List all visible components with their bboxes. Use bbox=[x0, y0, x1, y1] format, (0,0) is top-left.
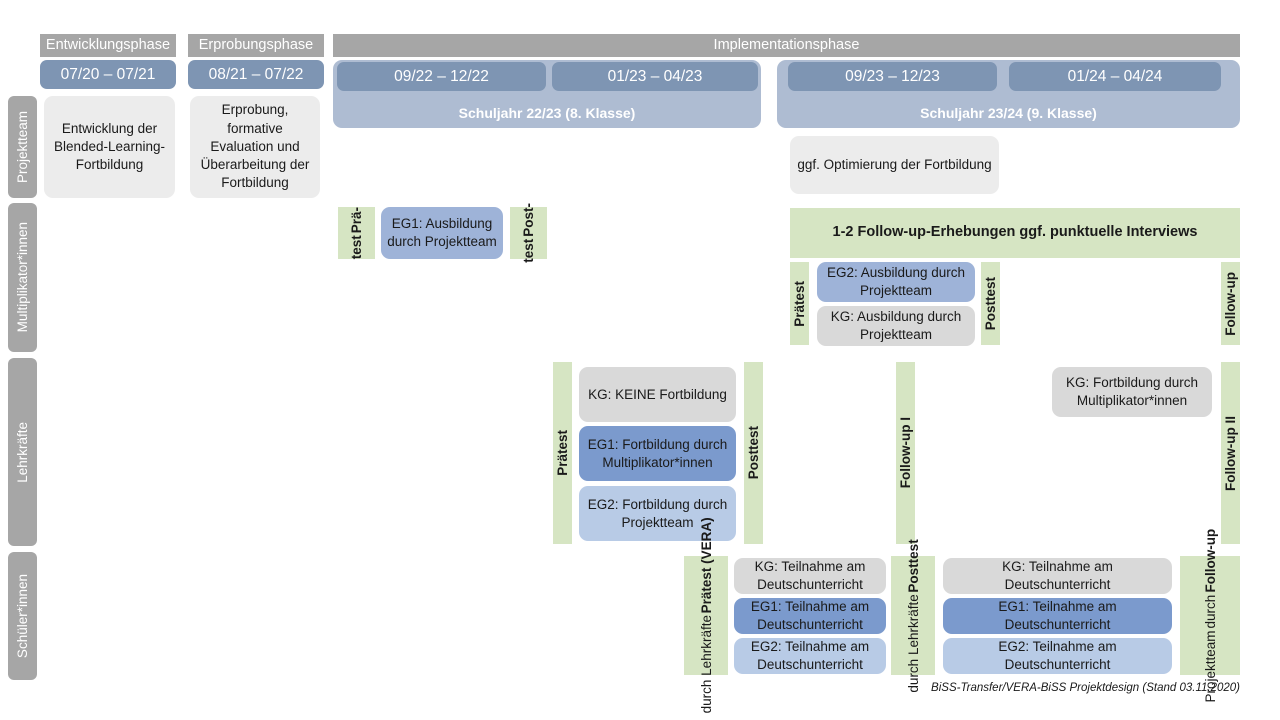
praetest-line-2: test bbox=[349, 235, 364, 260]
green-bar-praetest-vera-schueler: Prätest (VERA) durch Lehrkräfte bbox=[684, 517, 728, 714]
card-entwicklung-fortbildung: Entwicklung der Blended-Learning-Fortbil… bbox=[44, 96, 175, 198]
card-eg1-fortbildung-multiplikatoren: EG1: Fortbildung durch Multiplikator*inn… bbox=[579, 426, 736, 481]
period-pill-0720-0721: 07/20 – 07/21 bbox=[40, 60, 176, 89]
card-kg-ausbildung-projektteam: KG: Ausbildung durch Projektteam bbox=[817, 306, 975, 346]
green-bar-praetest-multiplikatoren: Prä- test bbox=[338, 207, 375, 259]
schoolyear-label: Schuljahr 23/24 (9. Klasse) bbox=[920, 105, 1097, 121]
followup-schueler-sub-1: durch bbox=[1202, 594, 1218, 629]
card-text: EG1: Fortbildung durch Multiplikator*inn… bbox=[587, 436, 728, 470]
row-label-multiplikatorinnen: Multiplikator*innen bbox=[8, 203, 37, 352]
green-bar-praetest-multiplikatoren-2: Prätest bbox=[790, 262, 809, 345]
followup-1-label: Follow-up I bbox=[898, 417, 913, 489]
posttest-label: Post- test bbox=[521, 203, 536, 263]
period-label: 09/22 – 12/22 bbox=[394, 67, 489, 85]
praetest-vera-main: Prätest (VERA) bbox=[698, 517, 714, 614]
footer-source-note: BiSS-Transfer/VERA-BiSS Projektdesign (S… bbox=[780, 682, 1240, 700]
banner-followup-erhebungen: 1-2 Follow-up-Erhebungen ggf. punktuelle… bbox=[790, 208, 1240, 258]
card-text: EG2: Teilnahme am Deutschunterricht bbox=[998, 639, 1117, 672]
card-kg-keine-fortbildung: KG: KEINE Fortbildung bbox=[579, 367, 736, 422]
row-label-lehrkraefte: Lehrkräfte bbox=[8, 358, 37, 546]
phase-header-erprobungsphase: Erprobungsphase bbox=[188, 34, 324, 57]
banner-text: 1-2 Follow-up-Erhebungen ggf. punktuelle… bbox=[832, 224, 1198, 241]
card-text: KG: Ausbildung durch Projektteam bbox=[830, 309, 962, 342]
period-label: 09/23 – 12/23 bbox=[845, 67, 940, 85]
card-text: KG: Fortbildung durch Multiplikator*inne… bbox=[1065, 375, 1199, 408]
posttest-schueler-main: Posttest bbox=[905, 538, 921, 592]
card-eg2-teilnahme-deutschunterricht: EG2: Teilnahme am Deutschunterricht bbox=[734, 638, 886, 674]
period-pill-0124-0424: 01/24 – 04/24 bbox=[1009, 62, 1221, 91]
green-bar-posttest-schueler: Posttest durch Lehrkräfte bbox=[891, 539, 935, 692]
followup-label: Follow-up bbox=[1223, 271, 1238, 336]
green-bar-followup-schueler: Follow-up durch Projektteam bbox=[1180, 529, 1240, 702]
card-eg2-ausbildung-projektteam: EG2: Ausbildung durch Projektteam bbox=[817, 262, 975, 302]
period-label: 08/21 – 07/22 bbox=[208, 65, 304, 83]
followup-2-label: Follow-up II bbox=[1223, 415, 1238, 491]
card-text: EG1: Teilnahme am Deutschunterricht bbox=[998, 599, 1117, 632]
schoolyear-label: Schuljahr 22/23 (8. Klasse) bbox=[458, 105, 636, 121]
card-eg1-teilnahme-deutschunterricht: EG1: Teilnahme am Deutschunterricht bbox=[734, 598, 886, 634]
green-bar-posttest-lehrkraefte: Posttest bbox=[744, 362, 763, 544]
period-label: 01/24 – 04/24 bbox=[1067, 67, 1163, 85]
card-eg2-teilnahme-deutschunterricht-2: EG2: Teilnahme am Deutschunterricht bbox=[943, 638, 1172, 674]
praetest-vera-sub: durch Lehrkräfte bbox=[698, 615, 714, 714]
followup-schueler-main: Follow-up bbox=[1202, 528, 1218, 593]
period-label: 07/20 – 07/21 bbox=[60, 65, 156, 83]
card-kg-teilnahme-deutschunterricht: KG: Teilnahme am Deutschunterricht bbox=[734, 558, 886, 594]
card-optimierung-fortbildung: ggf. Optimierung der Fortbildung bbox=[790, 136, 999, 194]
card-text: KG: Teilnahme am Deutschunterricht bbox=[1002, 559, 1113, 592]
row-label-text: Schüler*innen bbox=[15, 573, 30, 659]
card-text: KG: Teilnahme am Deutschunterricht bbox=[754, 559, 866, 592]
posttest-line-1: Post- bbox=[521, 203, 536, 237]
footer-text: BiSS-Transfer/VERA-BiSS Projektdesign (S… bbox=[931, 682, 1240, 694]
row-label-projektteam: Projektteam bbox=[8, 96, 37, 198]
period-pill-0821-0722: 08/21 – 07/22 bbox=[188, 60, 324, 89]
green-bar-followup-multiplikatoren: Follow-up bbox=[1221, 262, 1240, 345]
row-label-schuelerinnen: Schüler*innen bbox=[8, 552, 37, 680]
posttest-schueler-label: Posttest durch Lehrkräfte bbox=[906, 539, 921, 693]
card-kg-teilnahme-deutschunterricht-2: KG: Teilnahme am Deutschunterricht bbox=[943, 558, 1172, 594]
card-text: EG1: Ausbildung durch Projektteam bbox=[387, 216, 497, 249]
period-pill-0922-1222: 09/22 – 12/22 bbox=[337, 62, 546, 91]
card-text: EG2: Fortbildung durch Projektteam bbox=[587, 496, 728, 530]
card-text: ggf. Optimierung der Fortbildung bbox=[797, 156, 992, 172]
phase-header-entwicklungsphase: Entwicklungsphase bbox=[40, 34, 176, 57]
green-bar-followup-2-lehrkraefte: Follow-up II bbox=[1221, 362, 1240, 544]
period-pill-0923-1223: 09/23 – 12/23 bbox=[788, 62, 997, 91]
card-text: EG2: Ausbildung durch Projektteam bbox=[826, 265, 966, 298]
card-kg-fortbildung-multiplikatoren: KG: Fortbildung durch Multiplikator*inne… bbox=[1052, 367, 1212, 417]
card-eg2-fortbildung-projektteam: EG2: Fortbildung durch Projektteam bbox=[579, 486, 736, 541]
green-bar-posttest-multiplikatoren: Post- test bbox=[510, 203, 547, 263]
praetest-label: Prätest bbox=[555, 430, 570, 476]
praetest-label: Prätest bbox=[792, 280, 807, 327]
followup-schueler-label: Follow-up durch Projektteam bbox=[1203, 529, 1218, 703]
card-text: EG1: Teilnahme am Deutschunterricht bbox=[750, 599, 870, 632]
praetest-label: Prä- test bbox=[349, 207, 364, 259]
praetest-line-1: Prä- bbox=[349, 206, 364, 234]
row-label-text: Lehrkräfte bbox=[15, 421, 30, 483]
card-eg1-teilnahme-deutschunterricht-2: EG1: Teilnahme am Deutschunterricht bbox=[943, 598, 1172, 634]
posttest-line-2: test bbox=[521, 238, 536, 263]
row-label-text: Multiplikator*innen bbox=[15, 222, 30, 333]
phase-header-label: Implementationsphase bbox=[713, 36, 860, 53]
phase-header-label: Erprobungsphase bbox=[198, 36, 314, 53]
period-label: 01/23 – 04/23 bbox=[607, 67, 703, 85]
period-pill-0123-0423: 01/23 – 04/23 bbox=[552, 62, 758, 91]
card-erprobung-evaluation: Erprobung, formative Evaluation und Über… bbox=[190, 96, 320, 198]
phase-header-implementationsphase: Implementationsphase bbox=[333, 34, 1240, 57]
card-eg1-ausbildung-projektteam: EG1: Ausbildung durch Projektteam bbox=[381, 207, 503, 259]
row-label-text: Projektteam bbox=[15, 110, 30, 184]
posttest-schueler-sub: durch Lehrkräfte bbox=[905, 593, 921, 693]
green-bar-praetest-lehrkraefte: Prätest bbox=[553, 362, 572, 544]
posttest-label: Posttest bbox=[746, 426, 761, 480]
green-bar-followup-1-lehrkraefte: Follow-up I bbox=[896, 362, 915, 544]
card-text: Erprobung, formative Evaluation und Über… bbox=[200, 102, 310, 191]
green-bar-posttest-multiplikatoren-2: Posttest bbox=[981, 262, 1000, 345]
phase-header-label: Entwicklungsphase bbox=[45, 36, 171, 53]
posttest-label: Posttest bbox=[983, 276, 998, 331]
praetest-vera-label: Prätest (VERA) durch Lehrkräfte bbox=[699, 517, 714, 713]
card-text: EG2: Teilnahme am Deutschunterricht bbox=[750, 639, 870, 672]
card-text: Entwicklung der Blended-Learning-Fortbil… bbox=[53, 120, 166, 173]
card-text: KG: KEINE Fortbildung bbox=[588, 386, 727, 402]
